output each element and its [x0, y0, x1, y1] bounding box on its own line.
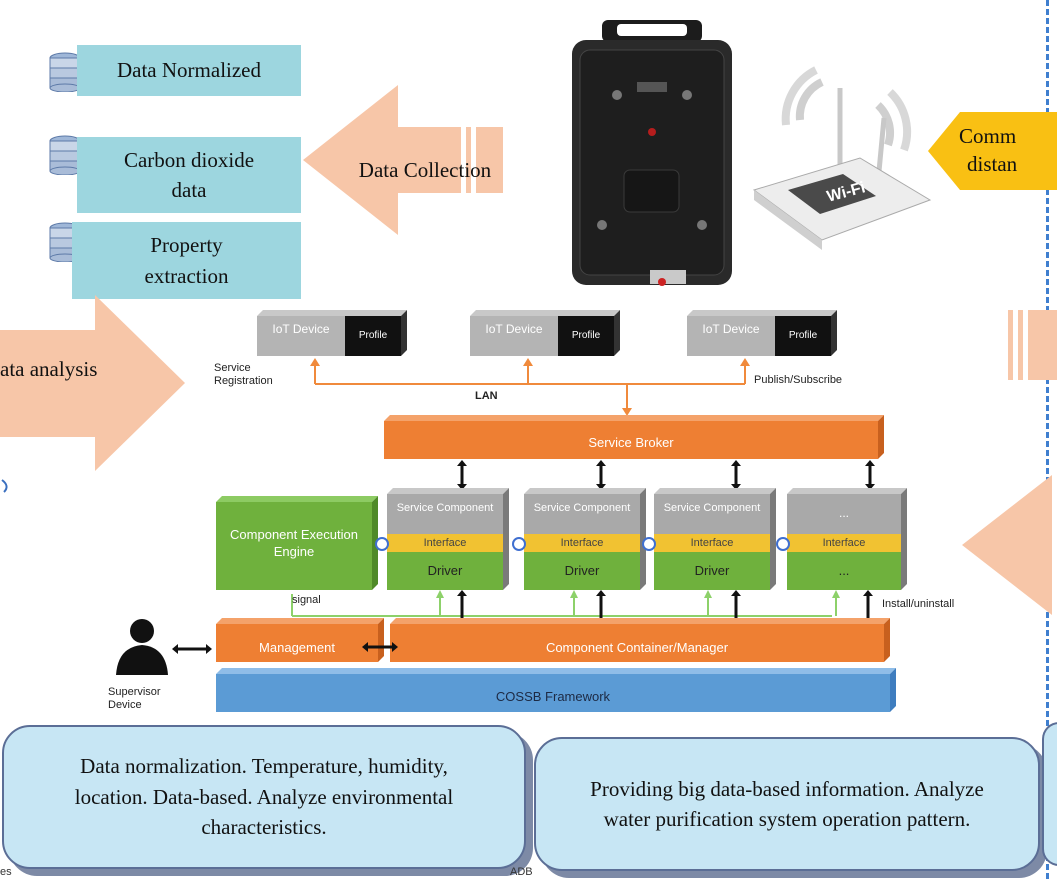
service-broker-label: Service Broker — [588, 435, 674, 450]
data-collection-arrow — [303, 85, 503, 235]
driver-label: Driver — [694, 563, 730, 578]
component-label: Service Component — [533, 502, 631, 514]
management-link-arrow — [362, 642, 398, 652]
bubble-environment-text: Data normalization. Temperature, humidit… — [74, 754, 454, 840]
driver-label: ... — [838, 563, 850, 578]
bubble-environment: Data normalization. Temperature, humidit… — [2, 725, 526, 869]
database-icon — [49, 52, 81, 92]
component-label: Service Component — [396, 502, 494, 514]
carbon-dioxide-box: Carbon dioxide data — [77, 137, 301, 213]
broker-component-arrows — [457, 460, 875, 490]
data-analysis-label: ata analysis — [0, 357, 98, 381]
management-block — [216, 618, 384, 662]
component-label: ... — [838, 506, 849, 520]
driver-label: Driver — [564, 563, 600, 578]
property-extraction-label: Property extraction — [144, 233, 229, 288]
cossb-framework-label: COSSB Framework — [495, 689, 611, 704]
publish-subscribe-label: Publish/Subscribe — [754, 374, 843, 386]
profile-label: Profile — [571, 330, 601, 341]
signal-label: signal — [292, 594, 321, 606]
execution-engine-block — [216, 496, 378, 590]
container-manager-block — [390, 618, 890, 662]
footer-fragment-mid: ADB — [510, 866, 533, 878]
iot-device-label: IoT Device — [272, 322, 330, 336]
service-registration-label: Service Registration — [214, 362, 273, 387]
property-extraction-box: Property extraction — [72, 222, 301, 299]
suitcase-device-image — [572, 20, 732, 286]
interface-label: Interface — [560, 537, 604, 549]
install-uninstall-label: Install/uninstall — [882, 598, 955, 610]
service-broker-block — [384, 415, 884, 459]
lan-label: LAN — [475, 390, 498, 402]
service-component-2: Service Component Interface Driver — [524, 488, 654, 598]
interface-connectors — [375, 537, 790, 551]
container-manager-label: Component Container/Manager — [545, 640, 729, 655]
blue-hook-fragment — [1, 479, 8, 493]
service-component-1: Service Component Interface Driver — [387, 488, 517, 598]
interface-label: Interface — [822, 537, 866, 549]
communication-distance-tag — [928, 112, 1057, 190]
bubble-big-data-text: Providing big data-based information. An… — [590, 776, 984, 831]
iot-device-1: IoT Device Profile — [257, 310, 407, 356]
cossb-framework-block — [216, 668, 896, 712]
data-collection-label: Data Collection — [358, 158, 492, 182]
component-label: Service Component — [663, 502, 761, 514]
execution-engine-label: Component Execution Engine — [230, 527, 358, 559]
service-component-4: ... Interface ... — [787, 488, 913, 598]
supervisor-person-icon — [116, 619, 212, 675]
management-label: Management — [259, 640, 335, 655]
footer-fragment-left: es — [0, 866, 12, 878]
iot-device-label: IoT Device — [702, 322, 760, 336]
right-left-arrow — [962, 475, 1052, 615]
data-analysis-arrow — [0, 295, 185, 471]
dashed-separator — [1046, 0, 1049, 879]
interface-label: Interface — [690, 537, 734, 549]
architecture-diagram: IoT Device Profile IoT Device Profile Io… — [212, 302, 954, 722]
data-normalized-label: Data Normalized — [116, 58, 262, 83]
iot-device-label: IoT Device — [485, 322, 543, 336]
tag-line-1: Comm — [959, 124, 1017, 148]
iot-device-3: IoT Device Profile — [687, 310, 837, 356]
data-normalized-box: Data Normalized — [77, 45, 301, 96]
right-stripe-arrow — [1008, 310, 1057, 380]
wifi-router-image: Wi-Fi — [752, 66, 932, 250]
interface-label: Interface — [423, 537, 467, 549]
tag-line-2: distan — [967, 152, 1018, 176]
profile-label: Profile — [788, 330, 818, 341]
carbon-dioxide-label: Carbon dioxide data — [123, 147, 255, 202]
lan-connectors — [310, 358, 750, 416]
service-component-3: Service Component Interface Driver — [654, 488, 784, 598]
iot-device-2: IoT Device Profile — [470, 310, 620, 356]
driver-label: Driver — [427, 563, 463, 578]
bubble-big-data: Providing big data-based information. An… — [534, 737, 1040, 871]
database-icon — [49, 135, 81, 175]
bubble-right-fragment — [1042, 722, 1057, 866]
profile-label: Profile — [358, 330, 388, 341]
communication-distance-label: Comm distan — [955, 122, 1017, 178]
supervisor-label: Supervisor Device — [108, 686, 161, 711]
